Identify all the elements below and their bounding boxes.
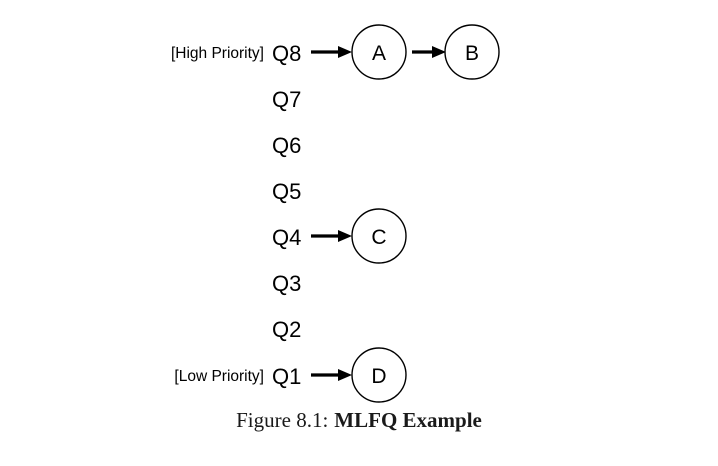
node-c[interactable]: C [351,208,407,264]
arrow-q4-to-c [311,230,352,242]
node-a-label: A [372,42,386,65]
queue-label-q2: Q2 [272,317,301,342]
queue-label-q3: Q3 [272,271,301,296]
node-a[interactable]: A [351,24,407,80]
node-d-label: D [371,365,386,388]
node-b-label: B [465,42,479,65]
arrow-q1-to-d [311,369,352,381]
node-a-circle [351,24,407,80]
node-b-circle [444,24,500,80]
arrow-a-to-b [412,46,446,58]
queue-label-q8: Q8 [272,41,301,66]
priority-label-high: [High Priority] [171,45,264,62]
queue-label-q6: Q6 [272,133,301,158]
arrow-q8-to-a [311,46,352,58]
node-c-label: C [371,226,386,249]
queue-label-q7: Q7 [272,87,301,112]
node-d[interactable]: D [351,347,407,403]
priority-label-low: [Low Priority] [174,368,264,385]
figure-caption-prefix: Figure 8.1: [236,408,329,432]
figure-caption: Figure 8.1:MLFQ Example [0,408,718,433]
queue-label-q1: Q1 [272,364,301,389]
queue-label-q4: Q4 [272,225,301,250]
node-b[interactable]: B [444,24,500,80]
figure-caption-title: MLFQ Example [334,408,482,432]
node-d-circle [351,347,407,403]
node-c-circle [351,208,407,264]
queue-label-q5: Q5 [272,179,301,204]
